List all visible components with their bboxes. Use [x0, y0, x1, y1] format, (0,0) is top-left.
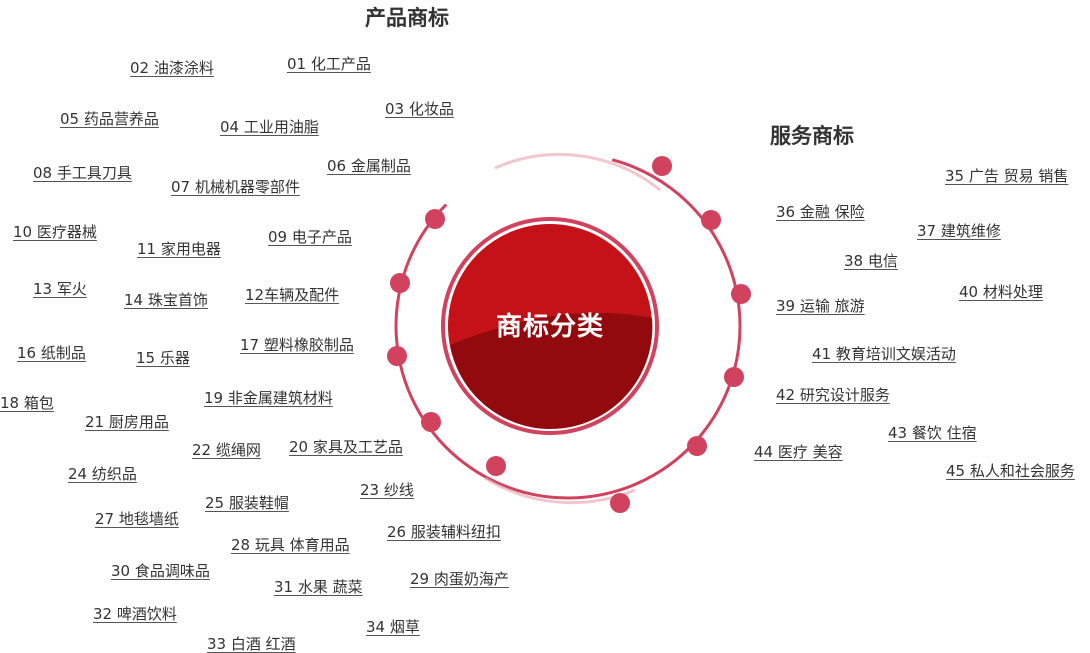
class-04-link[interactable]: 04 工业用油脂 [220, 118, 319, 136]
class-06-link[interactable]: 06 金属制品 [327, 157, 411, 175]
class-12-link[interactable]: 12车辆及配件 [245, 286, 340, 304]
service-trademark-heading: 服务商标 [770, 124, 854, 148]
class-10-link[interactable]: 10 医疗器械 [13, 223, 97, 241]
class-39-link[interactable]: 39 运输 旅游 [776, 297, 865, 315]
ring-node [421, 412, 441, 432]
class-38-link[interactable]: 38 电信 [844, 252, 898, 270]
class-36-link[interactable]: 36 金融 保险 [776, 203, 865, 221]
class-16-link[interactable]: 16 纸制品 [17, 344, 86, 362]
ring-node [390, 273, 410, 293]
class-25-link[interactable]: 25 服装鞋帽 [205, 494, 289, 512]
class-15-link[interactable]: 15 乐器 [136, 349, 190, 367]
class-37-link[interactable]: 37 建筑维修 [917, 222, 1001, 240]
ring-node [425, 209, 445, 229]
product-trademark-heading: 产品商标 [365, 6, 449, 30]
class-07-link[interactable]: 07 机械机器零部件 [171, 178, 300, 196]
class-44-link[interactable]: 44 医疗 美容 [754, 443, 843, 461]
class-24-link[interactable]: 24 纺织品 [68, 465, 137, 483]
class-09-link[interactable]: 09 电子产品 [268, 228, 352, 246]
class-05-link[interactable]: 05 药品营养品 [60, 110, 159, 128]
core-circle-shade [450, 312, 653, 429]
ring-node [387, 346, 407, 366]
class-11-link[interactable]: 11 家用电器 [137, 240, 221, 258]
ring-node [652, 156, 672, 176]
class-32-link[interactable]: 32 啤酒饮料 [93, 605, 177, 623]
class-22-link[interactable]: 22 缆绳网 [192, 441, 261, 459]
ring-node [610, 493, 630, 513]
ring-node [724, 367, 744, 387]
ring-node [486, 456, 506, 476]
class-18-link[interactable]: 18 箱包 [0, 394, 54, 412]
class-28-link[interactable]: 28 玩具 体育用品 [231, 536, 350, 554]
class-02-link[interactable]: 02 油漆涂料 [130, 59, 214, 77]
ring-node [701, 210, 721, 230]
class-35-link[interactable]: 35 广告 贸易 销售 [945, 167, 1069, 185]
class-33-link[interactable]: 33 白酒 红酒 [207, 635, 296, 653]
class-30-link[interactable]: 30 食品调味品 [111, 562, 210, 580]
class-01-link[interactable]: 01 化工产品 [287, 55, 371, 73]
class-43-link[interactable]: 43 餐饮 住宿 [888, 424, 977, 442]
class-42-link[interactable]: 42 研究设计服务 [776, 386, 890, 404]
ring-node [687, 436, 707, 456]
class-03-link[interactable]: 03 化妆品 [385, 100, 454, 118]
class-31-link[interactable]: 31 水果 蔬菜 [274, 578, 363, 596]
class-08-link[interactable]: 08 手工具刀具 [33, 164, 132, 182]
class-14-link[interactable]: 14 珠宝首饰 [124, 291, 208, 309]
center-label: 商标分类 [495, 312, 604, 342]
class-27-link[interactable]: 27 地毯墙纸 [95, 510, 179, 528]
class-17-link[interactable]: 17 塑料橡胶制品 [240, 336, 354, 354]
class-19-link[interactable]: 19 非金属建筑材料 [204, 389, 333, 407]
class-13-link[interactable]: 13 军火 [33, 280, 87, 298]
ring-node [731, 284, 751, 304]
class-34-link[interactable]: 34 烟草 [366, 618, 420, 636]
inner-arc-top [494, 153, 661, 192]
class-20-link[interactable]: 20 家具及工艺品 [289, 438, 403, 456]
class-29-link[interactable]: 29 肉蛋奶海产 [410, 570, 509, 588]
class-45-link[interactable]: 45 私人和社会服务 [946, 462, 1075, 480]
class-21-link[interactable]: 21 厨房用品 [85, 413, 169, 431]
class-23-link[interactable]: 23 纱线 [360, 481, 414, 499]
class-40-link[interactable]: 40 材料处理 [959, 283, 1043, 301]
class-41-link[interactable]: 41 教育培训文娱活动 [812, 345, 956, 363]
class-26-link[interactable]: 26 服装辅料纽扣 [387, 523, 501, 541]
